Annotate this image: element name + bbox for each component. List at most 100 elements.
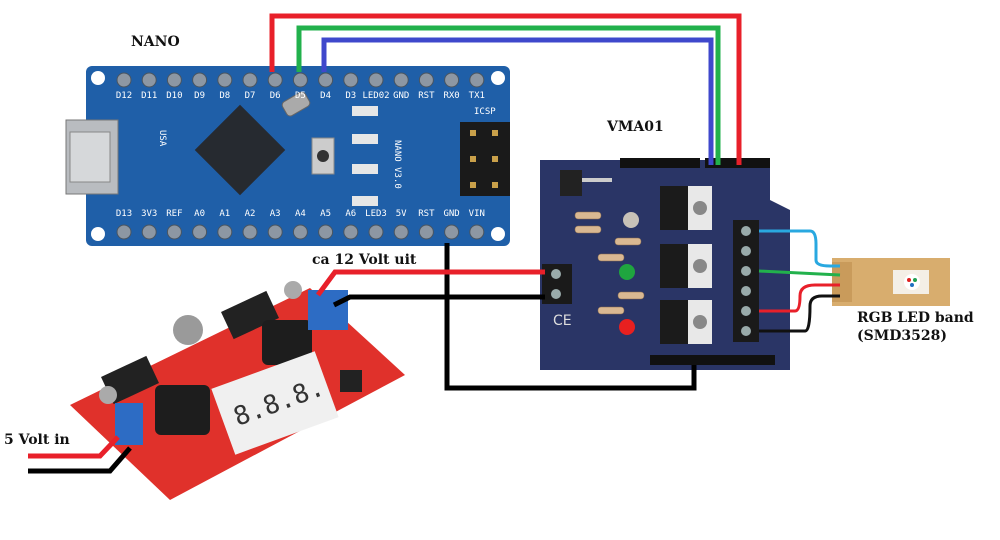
nano-top-pin-d12 [116, 72, 132, 88]
nano-bottom-pin-label: D13 [116, 209, 132, 219]
icsp-header [460, 122, 510, 196]
mosfet-t3 [660, 300, 712, 344]
nano-top-pin-label: GND [393, 91, 409, 101]
board-text-nano: NANO V3.0 [392, 140, 402, 189]
nano-bottom-pin-label: RST [418, 209, 435, 219]
nano-bottom-pin-vin [469, 224, 485, 240]
nano-bottom-pin-label: 3V3 [141, 209, 157, 219]
board-text-usa: USA [157, 130, 167, 147]
nano-bottom-pin-gnd [444, 224, 460, 240]
nano-bottom-pin-d13 [116, 224, 132, 240]
nano-bottom-pin-a0 [192, 224, 208, 240]
nano-bottom-pin-label: GND [443, 209, 459, 219]
ld3-led [623, 212, 639, 228]
nano-bottom-pin-label: A1 [219, 209, 230, 219]
nano-top-pin-label: D12 [116, 91, 132, 101]
output-voltage-label: ca 12 Volt uit [312, 252, 417, 268]
nano-top-pin-gnd [393, 72, 409, 88]
nano-bottom-pin-label: A6 [345, 209, 356, 219]
nano-top-pin-tx1 [469, 72, 485, 88]
nano-bottom-pin-label: VIN [469, 209, 485, 219]
nano-bottom-pin-a2 [242, 224, 258, 240]
nano-bottom-pin-label: A0 [194, 209, 205, 219]
wire-green-d5 [296, 25, 721, 165]
nano-top-pin-d5 [292, 72, 308, 88]
nano-top-pin-label: D9 [194, 91, 205, 101]
led-strip-part-label: (SMD3528) [857, 328, 947, 344]
ld1-led-red [619, 319, 635, 335]
nano-bottom-pin-label: A5 [320, 209, 331, 219]
rgb-led-strip [832, 258, 950, 306]
nano-bottom-pin-a5 [318, 224, 334, 240]
nano-bottom-pin-rst [418, 224, 434, 240]
input-terminal [115, 403, 143, 445]
nano-bottom-pin-led3 [368, 224, 384, 240]
nano-top-pin-d8 [217, 72, 233, 88]
rgb-terminal-block [733, 220, 759, 342]
vma01-shield-board: CE [540, 158, 790, 370]
nano-bottom-pin-a4 [292, 224, 308, 240]
nano-top-pin-label: D10 [166, 91, 182, 101]
boost-converter-board: 8.8.8. [70, 281, 405, 500]
nano-bottom-pin-a3 [267, 224, 283, 240]
nano-bottom-pin-a6 [343, 224, 359, 240]
board-text-icsp: ICSP [474, 107, 496, 117]
nano-top-pin-rst [418, 72, 434, 88]
wire-12v-plus [315, 269, 545, 297]
wire-5v-minus [28, 446, 132, 474]
nano-bottom-pin-5v [393, 224, 409, 240]
nano-bottom-pin-3v3 [141, 224, 157, 240]
wire-blue-d4 [321, 37, 714, 165]
led-strip-label: RGB LED band [857, 310, 974, 326]
wire-gnd [444, 243, 697, 391]
nano-top-pin-label: D11 [141, 91, 157, 101]
wire-led-green [758, 269, 841, 277]
nano-bottom-pin-label: A3 [270, 209, 281, 219]
nano-bottom-pin-label: A4 [295, 209, 306, 219]
nano-top-pin-label: RST [418, 91, 435, 101]
wire-red-d6 [269, 13, 742, 165]
voltage-display [211, 351, 339, 455]
ce-mark: CE [553, 313, 572, 329]
nano-top-pin-d10 [166, 72, 182, 88]
nano-top-pin-label: LED02 [362, 91, 389, 101]
nano-top-pin-d11 [141, 72, 157, 88]
nano-top-pin-label: D5 [295, 91, 306, 101]
pushbutton [340, 370, 362, 392]
output-terminal [308, 290, 348, 330]
nano-bottom-pin-label: LED3 [365, 209, 387, 219]
nano-bottom-pin-ref [166, 224, 182, 240]
nano-top-pin-d3 [343, 72, 359, 88]
input-voltage-label: 5 Volt in [4, 432, 70, 448]
wire-led-blue [759, 229, 840, 268]
nano-top-pin-label: D7 [245, 91, 256, 101]
nano-top-pin-d7 [242, 72, 258, 88]
nano-top-pin-label: D4 [320, 91, 331, 101]
wire-led-red [759, 283, 840, 313]
wire-5v-plus [28, 435, 120, 459]
nano-bottom-pin-label: 5V [396, 209, 407, 219]
nano-top-pin-rx0 [444, 72, 460, 88]
nano-bottom-pin-label: REF [166, 209, 182, 219]
atmega-chip [194, 104, 286, 196]
ld2-led-green [619, 264, 635, 280]
nano-top-pin-label: D6 [270, 91, 281, 101]
nano-bottom-pin-label: A2 [245, 209, 256, 219]
mosfet-t1 [660, 186, 712, 230]
nano-top-pin-d9 [192, 72, 208, 88]
nano-top-pin-label: D8 [219, 91, 230, 101]
nano-top-pin-label: TX1 [469, 91, 485, 101]
wire-led-black [759, 294, 840, 333]
nano-top-pin-d4 [318, 72, 334, 88]
nano-top-pin-label: D3 [345, 91, 356, 101]
nano-bottom-pin-a1 [217, 224, 233, 240]
nano-top-pin-label: RX0 [443, 91, 459, 101]
nano-title: NANO [131, 34, 180, 50]
nano-top-pin-d6 [267, 72, 283, 88]
vma01-title: VMA01 [607, 119, 664, 135]
mosfet-t2 [660, 244, 712, 288]
wire-12v-minus [332, 294, 545, 308]
nano-top-pin-led02 [368, 72, 384, 88]
